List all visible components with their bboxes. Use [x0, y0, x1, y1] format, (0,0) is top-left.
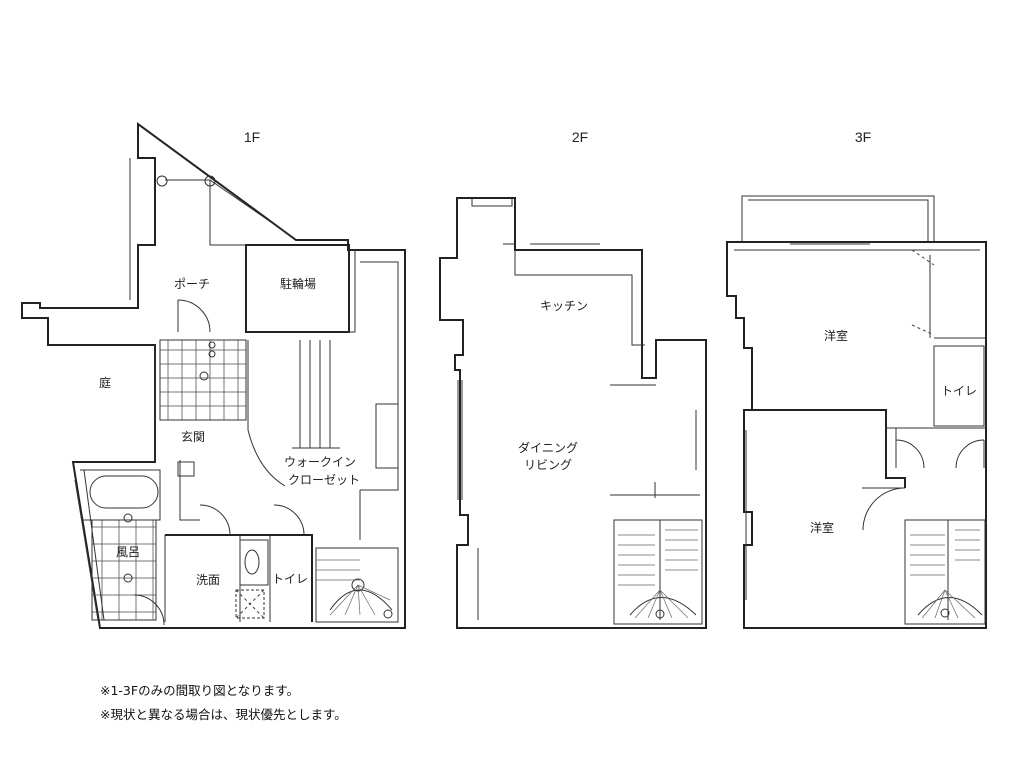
note-current-priority: ※現状と異なる場合は、現状優先とします。	[100, 707, 347, 722]
room-label-entrance: 玄関	[181, 429, 205, 444]
floor-1f-plan	[21, 122, 406, 629]
floor-label-2f: 2F	[572, 129, 588, 145]
room-label-closet: クローゼット	[288, 473, 360, 487]
room-label-dining: ダイニング	[518, 440, 578, 455]
room-label-garden: 庭	[99, 375, 111, 390]
floor-labels: 1F 2F 3F	[244, 129, 871, 145]
note-floor-scope: ※1-3Fのみの間取り図となります。	[100, 683, 299, 698]
room-label-toilet-1f: トイレ	[272, 572, 308, 586]
room-label-washroom: 洗面	[196, 573, 220, 587]
floor-2f-plan	[439, 197, 707, 629]
room-labels: ポーチ 駐輪場 庭 玄関 ウォークイン クローゼット 風呂 洗面 トイレ キッチ…	[99, 276, 977, 587]
room-label-western-room-lower: 洋室	[810, 520, 834, 535]
room-label-toilet-3f: トイレ	[941, 384, 977, 398]
room-label-bath: 風呂	[116, 545, 140, 559]
room-label-walk-in: ウォークイン	[284, 455, 356, 469]
room-label-living: リビング	[524, 458, 572, 472]
room-label-bicycle-parking: 駐輪場	[280, 276, 316, 291]
floor-3f-plan	[726, 195, 987, 629]
floor-label-3f: 3F	[855, 129, 871, 145]
room-label-porch: ポーチ	[174, 277, 210, 291]
room-label-western-room-upper: 洋室	[824, 328, 848, 343]
room-label-kitchen: キッチン	[540, 299, 588, 313]
floor-label-1f: 1F	[244, 129, 260, 145]
